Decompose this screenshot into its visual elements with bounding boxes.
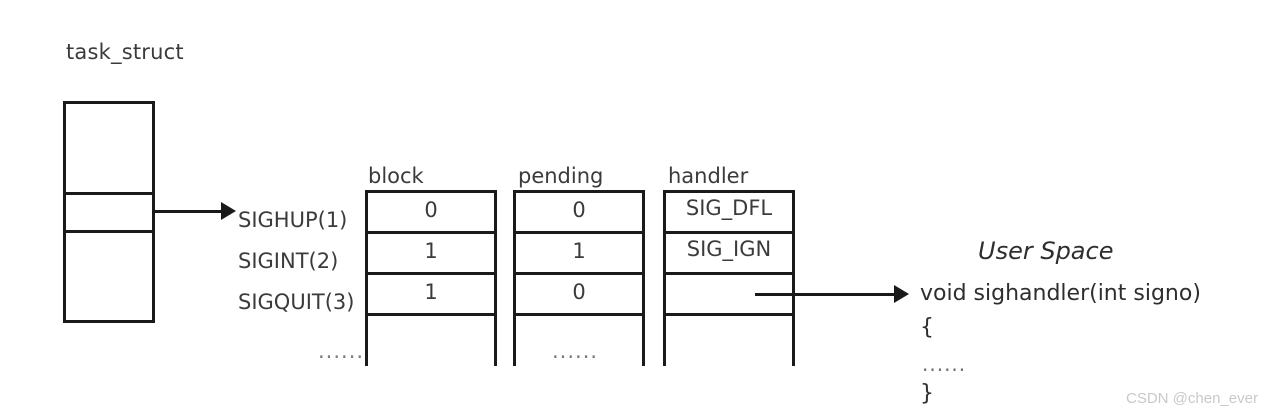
cell-pending-0: 0 [572,198,586,222]
watermark: CSDN @chen_ever [1126,390,1258,407]
cell-handler-1: SIG_IGN [686,237,772,261]
task-struct-title: task_struct [66,40,184,64]
column-header-pending: pending [518,164,604,188]
handler-arrow-head [894,285,909,303]
cell-pending-1: 1 [572,239,586,263]
signal-label-sigint: SIGINT(2) [238,249,339,273]
signal-label-sighup: SIGHUP(1) [238,208,348,232]
column-block-divider-2 [365,272,497,275]
column-block-divider-1 [365,231,497,234]
column-header-handler: handler [668,164,749,188]
column-pending-ellipsis: ...... [552,339,599,363]
column-pending-divider-2 [513,272,645,275]
handler-arrow-line [755,293,896,296]
column-handler [663,190,795,366]
task-struct-divider-1 [63,192,155,195]
column-block [365,190,497,366]
code-line-close-brace: } [920,381,934,406]
task-struct-box [63,101,155,323]
code-line-signature: void sighandler(int signo) [920,281,1201,306]
code-line-open-brace: { [920,315,934,340]
column-block-ellipsis: ...... [318,339,365,363]
column-pending-divider-3 [513,313,645,316]
task-struct-arrow-head [221,202,236,220]
cell-handler-0: SIG_DFL [685,196,773,220]
signal-label-sigquit: SIGQUIT(3) [238,290,355,314]
task-struct-arrow-line [155,210,223,213]
cell-block-1: 1 [424,239,438,263]
user-space-title: User Space [978,237,1114,265]
column-pending [513,190,645,366]
cell-block-0: 0 [424,198,438,222]
cell-block-2: 1 [424,280,438,304]
task-struct-divider-2 [63,230,155,233]
cell-pending-2: 0 [572,280,586,304]
column-handler-divider-3 [663,313,795,316]
code-line-ellipsis: ...... [922,352,967,376]
column-handler-divider-1 [663,231,795,234]
column-block-divider-3 [365,313,497,316]
column-pending-divider-1 [513,231,645,234]
column-handler-divider-2 [663,272,795,275]
column-header-block: block [368,164,424,188]
